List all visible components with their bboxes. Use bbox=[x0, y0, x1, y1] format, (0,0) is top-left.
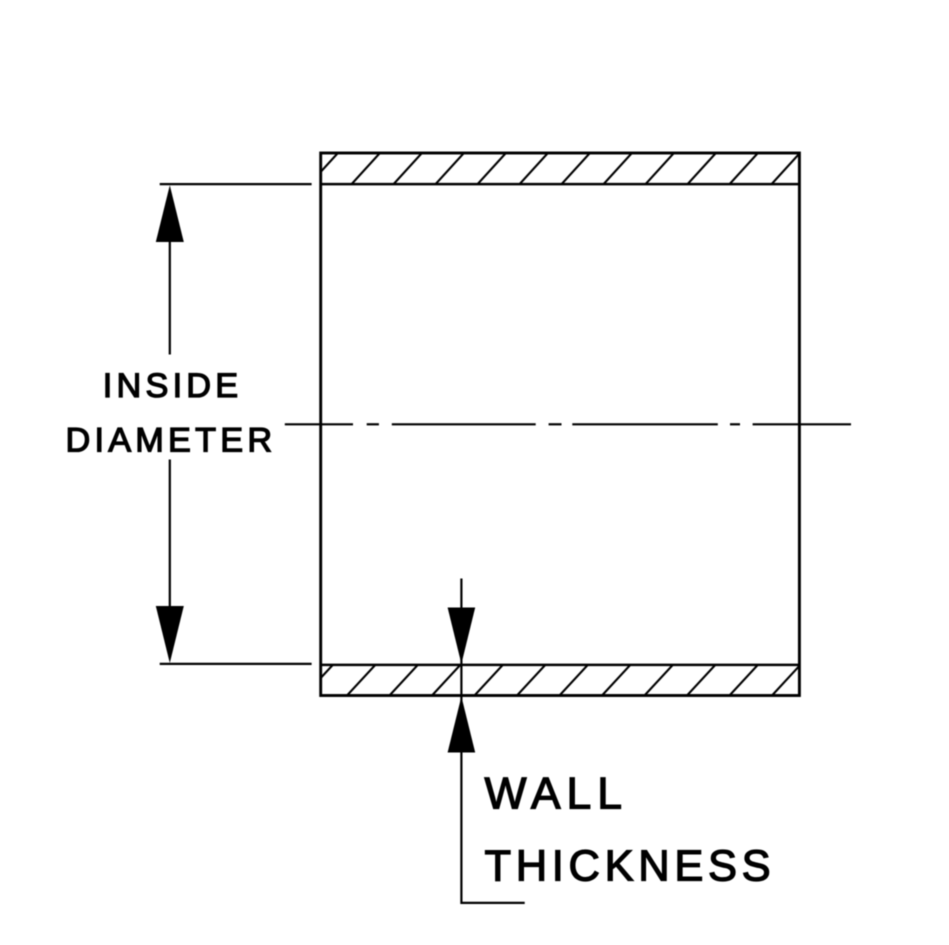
svg-text:DIAMETER: DIAMETER bbox=[66, 422, 277, 460]
svg-text:INSIDE: INSIDE bbox=[103, 367, 243, 405]
svg-text:THICKNESS: THICKNESS bbox=[485, 842, 776, 890]
svg-text:WALL: WALL bbox=[485, 770, 629, 819]
